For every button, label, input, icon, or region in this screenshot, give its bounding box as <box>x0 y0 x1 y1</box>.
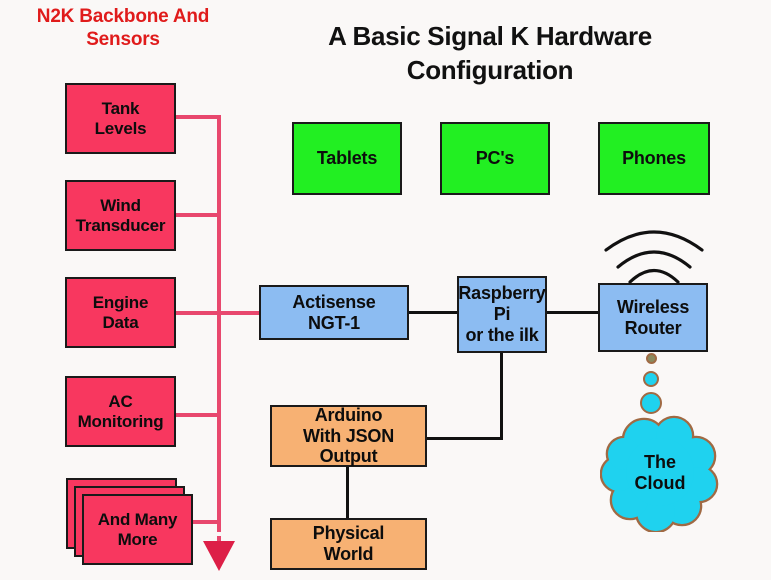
backbone-branch-ac-monitoring <box>175 413 221 417</box>
sensor-box-ac-monitoring[interactable]: AC Monitoring <box>65 376 176 447</box>
sensor-box-engine-data[interactable]: Engine Data <box>65 277 176 348</box>
device-box-wireless-router[interactable]: Wireless Router <box>598 283 708 352</box>
client-label: Phones <box>622 148 686 169</box>
line-raspberry-pi-to-router <box>546 311 599 314</box>
diagram-title: A Basic Signal K Hardware Configuration <box>328 21 652 85</box>
sensor-label: Engine Data <box>92 292 149 332</box>
n2k-backbone-header: N2K Backbone And Sensors <box>36 6 210 51</box>
sensor-label: AC Monitoring <box>77 391 164 431</box>
device-box-actisense-ngt1[interactable]: Actisense NGT-1 <box>259 285 409 340</box>
signal-dot-large <box>640 392 662 414</box>
backbone-trunk-line <box>217 115 221 524</box>
module-box-arduino[interactable]: Arduino With JSON Output <box>270 405 427 467</box>
sensor-label: And Many More <box>97 509 178 549</box>
client-box-tablets[interactable]: Tablets <box>292 122 402 195</box>
backbone-dashed-continuation <box>217 524 221 544</box>
sensor-box-wind-transducer[interactable]: Wind Transducer <box>65 180 176 251</box>
device-label: Actisense NGT-1 <box>292 291 376 333</box>
backbone-branch-tank-levels <box>175 115 221 119</box>
client-box-phones[interactable]: Phones <box>598 122 710 195</box>
cloud-label: The Cloud <box>634 452 686 494</box>
sensor-label: Tank Levels <box>94 98 147 138</box>
line-actisense-to-raspberry-pi <box>408 311 458 314</box>
backbone-arrow-icon <box>203 541 235 571</box>
signal-dot-medium <box>643 371 659 387</box>
sensor-box-tank-levels[interactable]: Tank Levels <box>65 83 176 154</box>
line-arduino-to-physical-world <box>346 466 349 519</box>
sensor-box-and-many-more[interactable]: And Many More <box>82 494 193 565</box>
wifi-signal-icon <box>604 230 704 284</box>
client-label: PC's <box>475 148 515 169</box>
cloud-shape[interactable]: The Cloud <box>599 414 720 534</box>
backbone-to-actisense-line <box>217 311 262 315</box>
client-box-pcs[interactable]: PC's <box>440 122 550 195</box>
device-label: Wireless Router <box>616 296 690 338</box>
device-box-raspberry-pi[interactable]: Raspberry Pi or the ilk <box>457 276 547 353</box>
backbone-branch-and-many-more <box>175 520 221 524</box>
module-box-physical-world[interactable]: Physical World <box>270 518 427 570</box>
client-label: Tablets <box>316 148 378 169</box>
device-label: Raspberry Pi or the ilk <box>458 283 546 345</box>
sensor-label: Wind Transducer <box>75 195 166 235</box>
cloud-icon <box>599 415 719 534</box>
backbone-branch-wind-transducer <box>175 213 221 217</box>
line-raspberry-pi-down <box>500 352 503 440</box>
backbone-branch-engine-data <box>175 311 221 315</box>
line-arduino-to-raspberry-pi <box>426 437 503 440</box>
signal-dot-small <box>646 353 657 364</box>
module-label: Physical World <box>312 523 385 564</box>
module-label: Arduino With JSON Output <box>302 404 395 467</box>
